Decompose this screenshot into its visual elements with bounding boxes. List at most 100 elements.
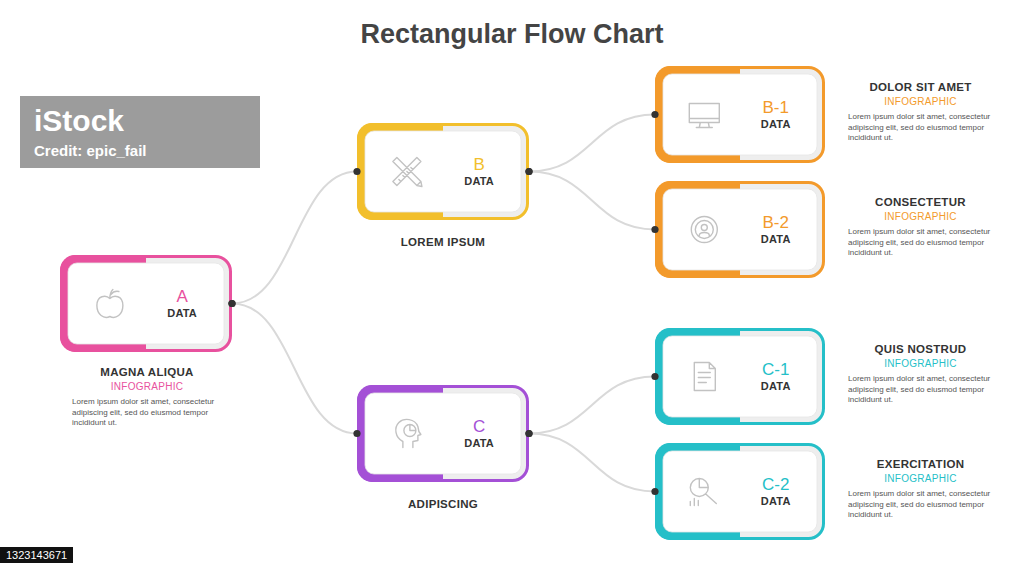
box-caption: CONSECTETURINFOGRAPHIC Lorem ipsum dolor … <box>848 195 993 259</box>
node-heading: MAGNA ALIQUA <box>72 365 222 380</box>
node-data: DATA <box>464 436 494 450</box>
box-shape <box>655 66 825 163</box>
node-description: Lorem ipsum dolor sit amet, consectetur … <box>848 112 993 144</box>
image-id: 1323143671 <box>0 547 73 563</box>
process-box: CDATAADIPISCING <box>357 385 529 482</box>
box-inner <box>68 263 224 344</box>
box-outline <box>657 445 824 539</box>
node-heading: QUIS NOSTRUD <box>848 342 993 357</box>
box-icon <box>97 290 123 318</box>
box-icon <box>396 419 421 447</box>
box-caption: LOREM IPSUM <box>357 235 529 250</box>
box-shape <box>60 255 232 352</box>
connector <box>232 172 357 304</box>
node-heading: LOREM IPSUM <box>357 235 529 250</box>
box-caption: EXERCITATIONINFOGRAPHIC Lorem ipsum dolor… <box>848 457 993 521</box>
node-letter: C-1 <box>762 360 789 379</box>
node-subtitle: INFOGRAPHIC <box>848 210 993 224</box>
box-inner <box>663 74 817 155</box>
connector-dot <box>525 168 532 175</box>
box-inner <box>663 336 817 417</box>
box-outline <box>62 257 231 351</box>
node-description: Lorem ipsum dolor sit amet, consectetur … <box>848 227 993 259</box>
box-inner <box>365 131 521 212</box>
node-subtitle: INFOGRAPHIC <box>848 95 993 109</box>
node-data: DATA <box>761 117 791 131</box>
connector-dot <box>651 373 658 380</box>
node-letter: B-1 <box>762 98 788 117</box>
box-outline <box>657 68 824 162</box>
node-subtitle: INFOGRAPHIC <box>848 472 993 486</box>
node-letter: C-2 <box>762 475 789 494</box>
process-box: C-1DATAQUIS NOSTRUDINFOGRAPHICLorem ipsu… <box>655 328 825 425</box>
box-content: CDATA <box>443 385 515 482</box>
process-box: B-1DATADOLOR SIT AMETINFOGRAPHICLorem ip… <box>655 66 825 163</box>
process-box: B-2DATACONSECTETURINFOGRAPHICLorem ipsum… <box>655 181 825 278</box>
box-content: B-2DATA <box>740 181 811 278</box>
box-outline <box>657 330 824 424</box>
node-data: DATA <box>464 174 494 188</box>
box-caption: MAGNA ALIQUAINFOGRAPHIC Lorem ipsum dolor… <box>72 365 222 429</box>
node-letter: C <box>473 417 485 436</box>
node-description: Lorem ipsum dolor sit amet, consectetur … <box>848 489 993 521</box>
node-heading: ADIPISCING <box>357 497 529 512</box>
node-letter: A <box>176 287 187 306</box>
process-box: ADATAMAGNA ALIQUAINFOGRAPHICLorem ipsum … <box>60 255 232 352</box>
node-data: DATA <box>761 232 791 246</box>
box-icon <box>689 104 719 128</box>
box-caption: ADIPISCING <box>357 497 529 512</box>
node-letter: B-2 <box>762 213 788 232</box>
node-subtitle: INFOGRAPHIC <box>848 357 993 371</box>
connector <box>232 304 357 434</box>
node-data: DATA <box>761 494 791 508</box>
box-icon <box>690 479 716 506</box>
connector-dot <box>525 430 532 437</box>
box-icon <box>691 217 717 243</box>
node-subtitle: INFOGRAPHIC <box>72 380 222 394</box>
node-heading: CONSECTETUR <box>848 195 993 210</box>
connector <box>529 377 655 434</box>
box-outline <box>359 387 528 481</box>
box-shape <box>655 328 825 425</box>
process-box: C-2DATAEXERCITATIONINFOGRAPHICLorem ipsu… <box>655 443 825 540</box>
box-shape <box>655 181 825 278</box>
node-heading: EXERCITATION <box>848 457 993 472</box>
connector <box>529 434 655 492</box>
box-icon <box>393 158 422 187</box>
box-content: C-2DATA <box>740 443 811 540</box>
connector-dot <box>525 168 532 175</box>
box-content: ADATA <box>146 255 218 352</box>
box-caption: QUIS NOSTRUDINFOGRAPHIC Lorem ipsum dolor… <box>848 342 993 406</box>
box-content: BDATA <box>443 123 515 220</box>
box-outline <box>657 183 824 277</box>
watermark-credit: Credit: epic_fail <box>34 142 147 159</box>
chart-title: Rectangular Flow Chart <box>0 18 1024 50</box>
process-box: BDATALOREM IPSUM <box>357 123 529 220</box>
box-shape <box>357 385 529 482</box>
box-caption: DOLOR SIT AMETINFOGRAPHIC Lorem ipsum dol… <box>848 80 993 144</box>
box-icon <box>694 363 715 391</box>
box-outline <box>359 125 528 219</box>
box-shape <box>655 443 825 540</box>
connector-dot <box>651 226 658 233</box>
box-inner <box>663 189 817 270</box>
node-heading: DOLOR SIT AMET <box>848 80 993 95</box>
connector-dot <box>651 488 658 495</box>
connector-dot <box>228 300 235 307</box>
node-data: DATA <box>761 379 791 393</box>
box-content: C-1DATA <box>740 328 811 425</box>
connector <box>529 115 655 172</box>
node-description: Lorem ipsum dolor sit amet, consectetur … <box>848 374 993 406</box>
connector-dot <box>353 168 360 175</box>
connector-dot <box>228 300 235 307</box>
box-inner <box>663 451 817 532</box>
node-description: Lorem ipsum dolor sit amet, consectetur … <box>72 397 222 429</box>
connector <box>529 172 655 230</box>
watermark-logo: iStock <box>34 104 124 138</box>
connector-dot <box>651 111 658 118</box>
box-shape <box>357 123 529 220</box>
node-letter: B <box>473 155 484 174</box>
connector-dot <box>353 430 360 437</box>
box-content: B-1DATA <box>740 66 811 163</box>
watermark-band <box>20 96 260 168</box>
